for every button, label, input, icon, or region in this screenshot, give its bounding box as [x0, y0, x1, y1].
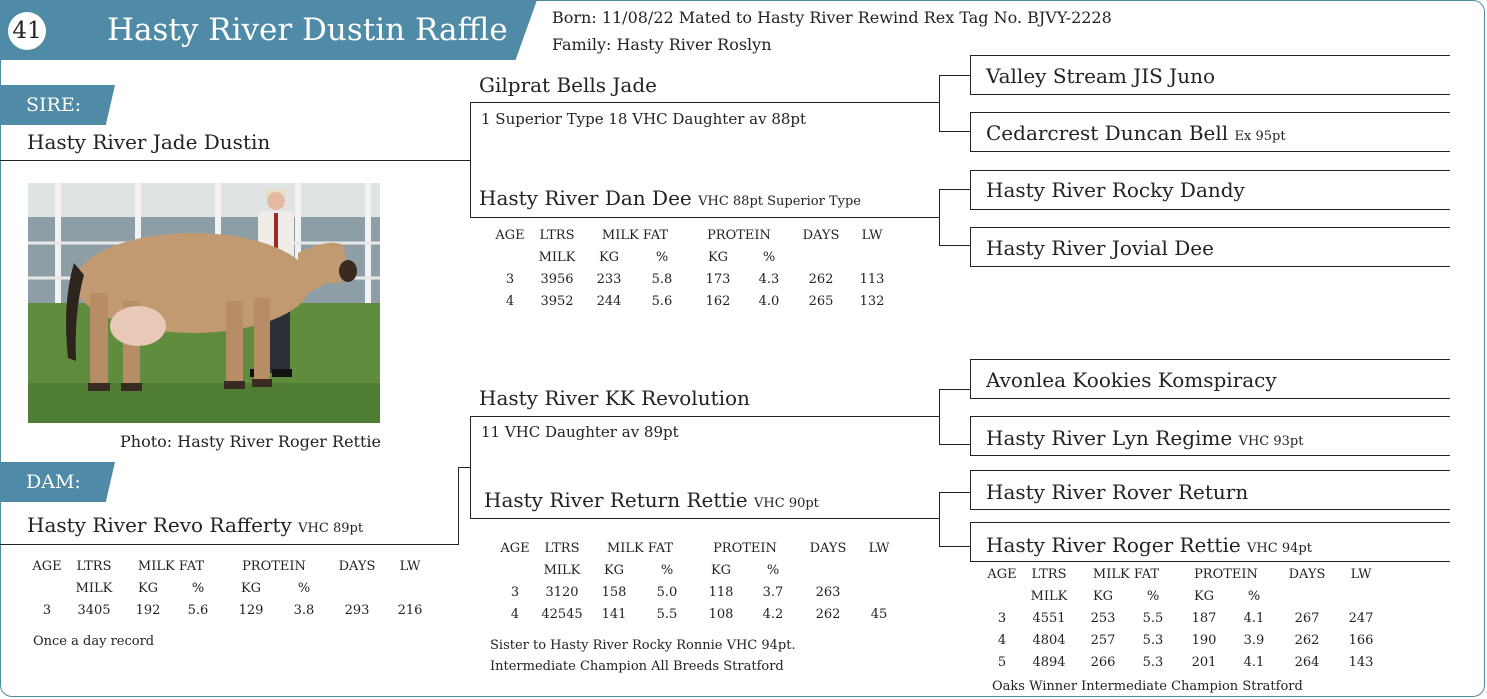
- sire-bracket-down: [470, 160, 471, 218]
- title-banner: [0, 0, 537, 60]
- gs-tick-4b: [939, 546, 971, 547]
- sire-name: Hasty River Jade Dustin: [27, 130, 271, 154]
- gs-bracket-1: [939, 75, 940, 132]
- dam-dam-name: Hasty River Return Rettie VHC 90pt: [484, 488, 819, 512]
- dam-name: Hasty River Revo Rafferty VHC 89pt: [27, 513, 364, 537]
- sire-dam-line: [470, 217, 940, 218]
- dam-sire-line: [470, 416, 940, 417]
- g-sire-dam-name: Cedarcrest Duncan Bell Ex 95pt: [986, 121, 1286, 145]
- gs-tick-3a: [939, 389, 971, 390]
- gs-tick-3b: [939, 444, 971, 445]
- gs-tick-1a: [939, 75, 971, 76]
- pedigree-box: [970, 359, 1450, 399]
- g-dam-dam-name: Hasty River Jovial Dee: [986, 236, 1214, 260]
- lot-number-badge: 41: [8, 12, 46, 50]
- pedigree-box: [970, 112, 1450, 152]
- family-info: Family: Hasty River Roslyn: [552, 35, 772, 54]
- gs-tick-1b: [939, 131, 971, 132]
- sire-line: [0, 160, 471, 161]
- g-dam-dam-dam-name: Hasty River Roger Rettie VHC 94pt: [986, 533, 1312, 557]
- g-sire-sire-name: Valley Stream JIS Juno: [986, 64, 1215, 88]
- dam-dam-note-2: Intermediate Champion All Breeds Stratfo…: [490, 659, 784, 674]
- photo-caption: Photo: Hasty River Roger Rettie: [120, 432, 381, 451]
- gs-tick-4a: [939, 492, 971, 493]
- g-dam-sire-name: Hasty River Rocky Dandy: [986, 178, 1245, 202]
- dam-dam-note-1: Sister to Hasty River Rocky Ronnie VHC 9…: [490, 638, 796, 653]
- birth-info: Born: 11/08/22 Mated to Hasty River Rewi…: [552, 8, 1112, 27]
- dam-bracket: [458, 467, 459, 545]
- gs-tick-2a: [939, 189, 971, 190]
- gs-bracket-2: [939, 189, 940, 246]
- g-dam-sire-dam-name: Hasty River Lyn Regime VHC 93pt: [986, 426, 1304, 450]
- sire-bracket-up: [470, 102, 471, 161]
- dam-bracket-main: [470, 416, 471, 519]
- dam-dam-line: [470, 518, 940, 519]
- pedigree-box: [970, 522, 1450, 562]
- dam-sire-name: Hasty River KK Revolution: [479, 386, 750, 410]
- pedigree-box: [970, 416, 1450, 456]
- sire-dam-name: Hasty River Dan Dee VHC 88pt Superior Ty…: [479, 186, 861, 210]
- page-title: Hasty River Dustin Raffle: [107, 12, 508, 48]
- dam-tab: DAM:: [0, 462, 115, 502]
- cow-photo: [28, 183, 380, 423]
- pedigree-box: [970, 227, 1450, 267]
- dam-line: [0, 544, 459, 545]
- pedigree-box: [970, 170, 1450, 210]
- dam-sire-note: 11 VHC Daughter av 89pt: [481, 423, 679, 441]
- gs-bracket-4: [939, 492, 940, 547]
- g-dam-sire-sire-name: Avonlea Kookies Komspiracy: [986, 368, 1277, 392]
- g-dam-dam-sire-name: Hasty River Rover Return: [986, 480, 1249, 504]
- pedigree-box: [970, 470, 1450, 510]
- sire-sire-line: [470, 102, 940, 103]
- dam-bracket-tick: [458, 467, 471, 468]
- sire-tab: SIRE:: [0, 85, 115, 125]
- gs-tick-2b: [939, 245, 971, 246]
- pedigree-box: [970, 55, 1450, 95]
- g-dam-dam-dam-note: Oaks Winner Intermediate Champion Stratf…: [992, 679, 1303, 694]
- gs-bracket-3: [939, 389, 940, 445]
- sire-sire-note: 1 Superior Type 18 VHC Daughter av 88pt: [481, 110, 807, 128]
- dam-note: Once a day record: [33, 634, 155, 649]
- sire-sire-name: Gilprat Bells Jade: [479, 73, 657, 97]
